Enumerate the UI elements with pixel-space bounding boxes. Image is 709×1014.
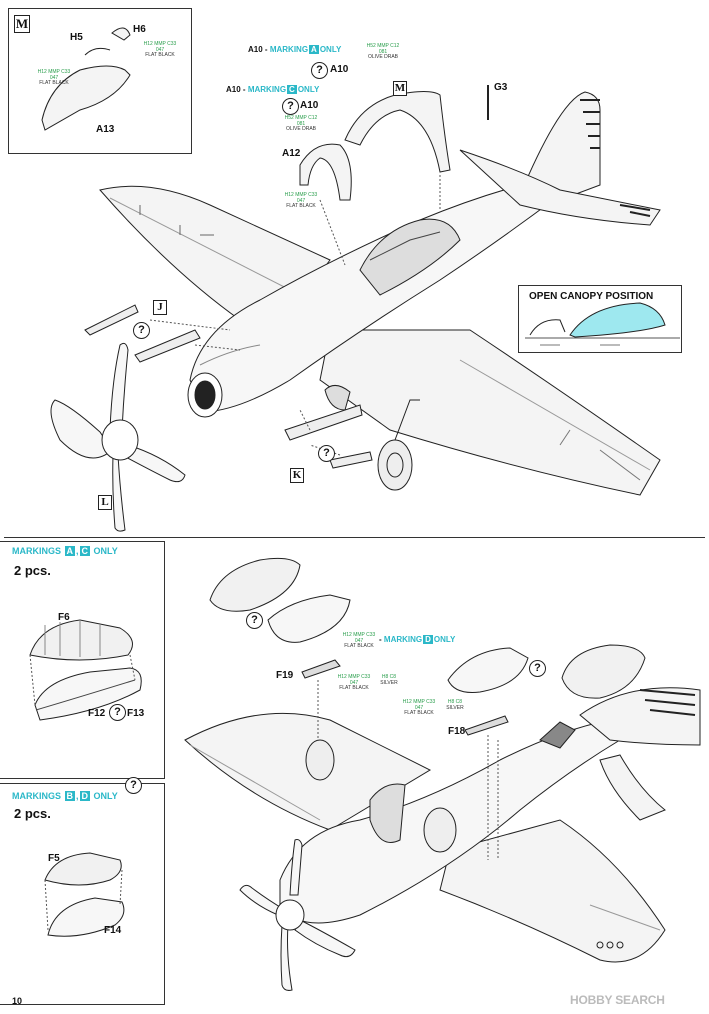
watermark: HOBBY SEARCH (570, 993, 665, 1007)
question-mark-a10-a: ? (311, 62, 328, 79)
question-mark-k: ? (318, 445, 335, 462)
step-letter-l: L (98, 495, 112, 510)
markings-bd-header: MARKINGS B,D ONLY (12, 791, 118, 801)
part-label-f5: F5 (48, 853, 60, 864)
question-mark-f12-f13: ? (109, 704, 126, 721)
part-label-h5: H5 (70, 32, 83, 43)
step-letter-k: K (290, 468, 304, 483)
part-label-h6: H6 (133, 24, 146, 35)
page-number: 10 (12, 996, 23, 1006)
part-label-g3: G3 (494, 82, 508, 93)
step-letter-m: M (14, 15, 30, 33)
paint-callout-h6: H12 MMP C33 047 FLAT BLACK (143, 41, 177, 58)
part-label-a10-a: A10 (330, 64, 349, 75)
question-mark-bd: ? (125, 777, 142, 794)
left-panel-ac-frame (0, 541, 165, 779)
section-divider (4, 537, 705, 538)
paint-callout-f19-black: H12 MMP C33 047 FLAT BLACK (337, 674, 371, 691)
left-panel-bd-frame (0, 783, 165, 1005)
inset-frame-m (8, 8, 192, 154)
part-label-f19: F19 (276, 670, 294, 681)
open-canopy-frame (518, 285, 682, 353)
paint-callout-f19-silver: H8 C8 SILVER (380, 674, 398, 686)
paint-callout-olive-a: H52 MMP C12 081 OLIVE DRAB (366, 43, 400, 60)
quantity-bd: 2 pcs. (14, 806, 51, 821)
quantity-ac: 2 pcs. (14, 563, 51, 578)
paint-callout-f18-black: H12 MMP C33 047 FLAT BLACK (402, 699, 436, 716)
part-label-f6: F6 (58, 612, 70, 623)
question-mark-j: ? (133, 322, 150, 339)
paint-callout-black-a12: H12 MMP C33 047 FLAT BLACK (284, 192, 318, 209)
open-canopy-title: OPEN CANOPY POSITION (529, 291, 654, 302)
question-mark-tank-right: ? (529, 660, 546, 677)
question-mark-tank-left: ? (246, 612, 263, 629)
paint-callout-olive-c: H52 MMP C12 081 OLIVE DRAB (284, 115, 318, 132)
markings-ac-header: MARKINGS A,C ONLY (12, 546, 118, 556)
part-label-f18: F18 (448, 726, 466, 737)
part-label-a10-c: A10 (300, 100, 319, 111)
step-letter-j: J (153, 300, 167, 315)
part-label-a12: A12 (282, 148, 301, 159)
step-letter-m-top: M (393, 81, 407, 96)
question-mark-a10-c: ? (282, 98, 299, 115)
part-label-f14: F14 (104, 925, 122, 936)
part-label-f13: F13 (127, 708, 145, 719)
paint-callout-f18-silver: H8 C8 SILVER (446, 699, 464, 711)
paint-callout-a13: H12 MMP C33 047 FLAT BLACK (37, 69, 71, 86)
top-panel-frame (4, 4, 705, 536)
paint-callout-d-black: H12 MMP C33 047 FLAT BLACK (342, 632, 376, 649)
part-label-a13: A13 (96, 124, 115, 135)
part-label-f12: F12 (88, 708, 106, 719)
